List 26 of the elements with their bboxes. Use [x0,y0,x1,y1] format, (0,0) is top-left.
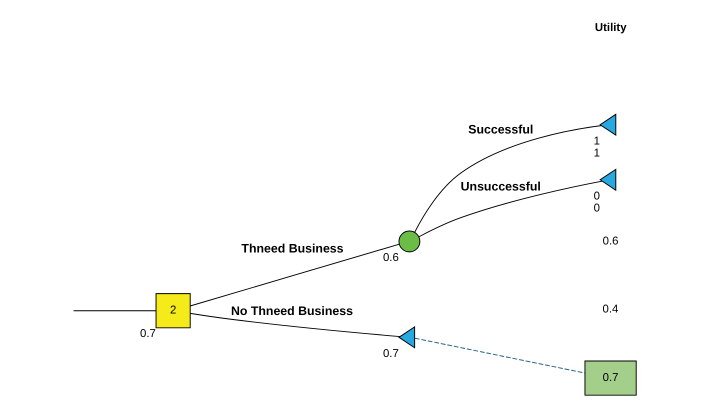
node-box: 0.7 [584,360,636,396]
label: Utility [594,22,626,34]
node-triangle [398,326,415,349]
node-label: 0.6 [382,252,398,264]
edge-label: Thneed Business [240,241,344,256]
connector [189,312,400,338]
connector [418,180,602,238]
node-label: 1 [593,148,600,160]
connector [72,310,156,312]
node-label: 0 [593,202,600,215]
edge-label: No Thneed Business [230,304,352,318]
node-triangle [598,113,616,136]
node-box: 2 [155,293,190,328]
connector [190,244,400,306]
node-label: 1 [593,135,600,148]
connector [414,338,585,374]
node-label: 0 [593,190,600,202]
edge-label: Successful [468,122,533,137]
node-circle [398,230,420,252]
node-triangle [598,168,616,192]
connector [414,125,602,233]
label: 0.4 [602,304,618,316]
label: 0.6 [602,235,618,248]
node-label: 0.7 [140,328,156,340]
node-label: 0.7 [382,348,398,360]
edge-label: Unsuccessful [460,180,540,194]
